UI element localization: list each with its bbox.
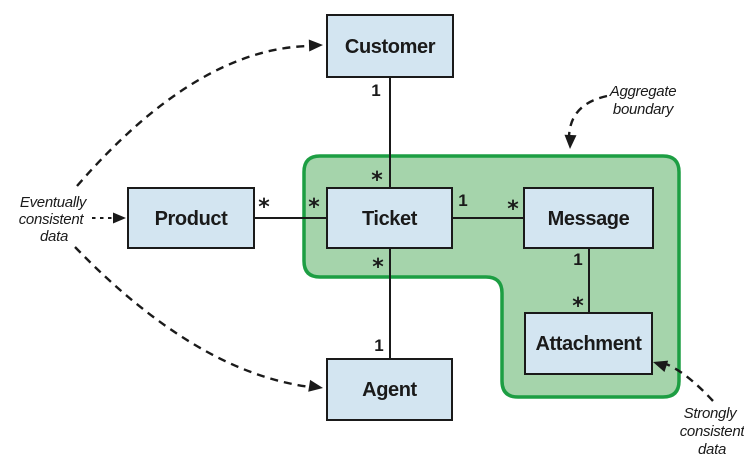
mult-ticket-end-of-customer: * bbox=[371, 168, 383, 193]
entity-product-box bbox=[127, 187, 255, 249]
annotation-strongly-consistent: Strongly consistent data bbox=[680, 405, 744, 458]
annotation-line: consistent bbox=[680, 423, 744, 440]
arrowhead-to-product-icon bbox=[113, 212, 126, 224]
entity-attachment-box bbox=[524, 312, 653, 375]
annotation-line: consistent bbox=[19, 211, 85, 228]
entity-customer-label: Customer bbox=[345, 36, 436, 58]
entity-customer-box bbox=[326, 14, 454, 78]
annotation-line: data bbox=[698, 441, 726, 458]
entity-ticket-box bbox=[326, 187, 453, 249]
arrowhead-to-customer-icon bbox=[308, 39, 323, 52]
arrowhead-to-attachment-icon bbox=[653, 360, 669, 373]
mult-ticket-end-of-product: * bbox=[308, 195, 320, 220]
annotation-line: data bbox=[40, 228, 68, 245]
entity-agent-box bbox=[326, 358, 453, 421]
annotation-aggregate-boundary: Aggregate boundary bbox=[609, 83, 677, 118]
mult-attachment-end: * bbox=[572, 294, 584, 319]
annotation-line: boundary bbox=[613, 101, 675, 118]
annotation-line: Eventually bbox=[20, 194, 88, 211]
mult-customer-end: 1 bbox=[371, 81, 380, 100]
annotation-line: Strongly bbox=[684, 405, 738, 422]
mult-product-end: * bbox=[258, 195, 270, 220]
arrow-aggregate-boundary-pointer bbox=[567, 94, 608, 138]
annotation-eventually-consistent: Eventually consistent data bbox=[19, 194, 88, 245]
mult-agent-end: 1 bbox=[374, 336, 383, 355]
entity-product-label: Product bbox=[155, 208, 228, 230]
entity-attachment-label: Attachment bbox=[535, 333, 642, 355]
arrow-eventually-to-agent bbox=[74, 246, 311, 389]
arrowhead-to-agent-icon bbox=[308, 379, 323, 392]
arrowhead-to-boundary-icon bbox=[564, 134, 577, 149]
mult-ticket-end-of-agent: * bbox=[372, 255, 384, 280]
arrow-strongly-consistent-pointer bbox=[665, 362, 714, 402]
entity-agent-label: Agent bbox=[362, 379, 417, 401]
arrow-eventually-to-customer bbox=[76, 44, 311, 187]
entity-message-label: Message bbox=[548, 208, 630, 230]
mult-message-end-of-attach: 1 bbox=[573, 250, 582, 269]
entity-message-box bbox=[523, 187, 654, 249]
annotation-line: Aggregate bbox=[609, 83, 677, 100]
mult-message-end: * bbox=[507, 197, 519, 222]
mult-ticket-end-of-message: 1 bbox=[458, 191, 467, 210]
entity-ticket-label: Ticket bbox=[362, 208, 418, 230]
